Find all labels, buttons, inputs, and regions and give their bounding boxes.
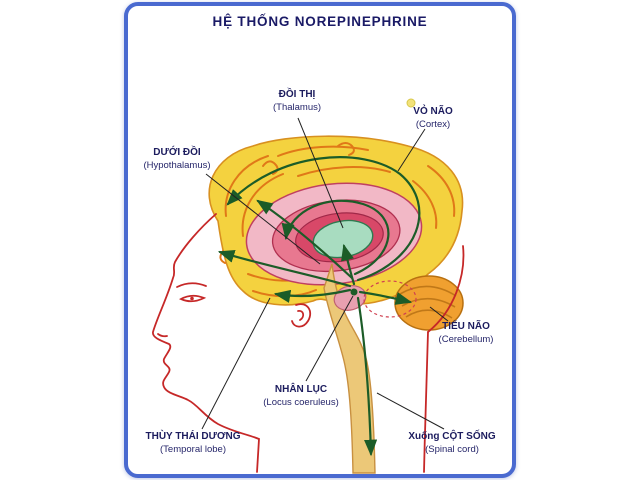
pointer-lines [201,117,449,430]
label-cerebellum-en: (Cerebellum) [438,333,494,345]
label-temporal-lobe: THÙY THÁI DƯƠNG (Temporal lobe) [146,431,241,455]
label-locus-coeruleus: NHÂN LỤC (Locus coeruleus) [263,384,339,408]
cortex-dot [406,98,416,108]
label-spinal-cord-vi: Xuống CỘT SỐNG [408,431,496,442]
label-temporal-lobe-en: (Temporal lobe) [159,443,226,455]
label-cortex-en: (Cortex) [415,118,451,130]
slide-inner: HỆ THỐNG NOREPINEPHRINE ĐỒI THỊ (Thalamu… [128,6,512,474]
label-spinal-cord: Xuống CỘT SỐNG (Spinal cord) [408,431,495,455]
label-spinal-cord-en: (Spinal cord) [425,443,479,455]
label-thalamus-vi: ĐỒI THỊ [278,89,316,100]
label-thalamus-en: (Thalamus) [272,101,322,113]
pons-dashed-outline [363,280,417,318]
label-locus-coeruleus-vi: NHÂN LỤC [274,384,328,395]
label-temporal-lobe-vi: THÙY THÁI DƯƠNG [145,431,241,442]
label-thalamus: ĐỒI THỊ (Thalamus) [273,89,321,113]
label-hypothalamus: DƯỚI ĐỒI (Hypothalamus) [143,147,210,171]
norepinephrine-arrows [217,156,421,457]
label-cortex: VỎ NÃO (Cortex) [413,106,452,130]
label-cerebellum: TIỂU NÃO (Cerebellum) [439,321,494,345]
label-hypothalamus-en: (Hypothalamus) [143,159,211,171]
brain-diagram [152,98,465,474]
head-outline [152,213,465,473]
label-hypothalamus-vi: DƯỚI ĐỒI [153,147,201,158]
page-title: HỆ THỐNG NOREPINEPHRINE [212,14,428,29]
label-cerebellum-vi: TIỂU NÃO [442,321,490,332]
label-cortex-vi: VỎ NÃO [413,106,453,117]
slide-frame: HỆ THỐNG NOREPINEPHRINE ĐỒI THỊ (Thalamu… [124,2,516,478]
locus-coeruleus-dot [350,288,358,296]
label-locus-coeruleus-en: (Locus coeruleus) [263,396,339,408]
